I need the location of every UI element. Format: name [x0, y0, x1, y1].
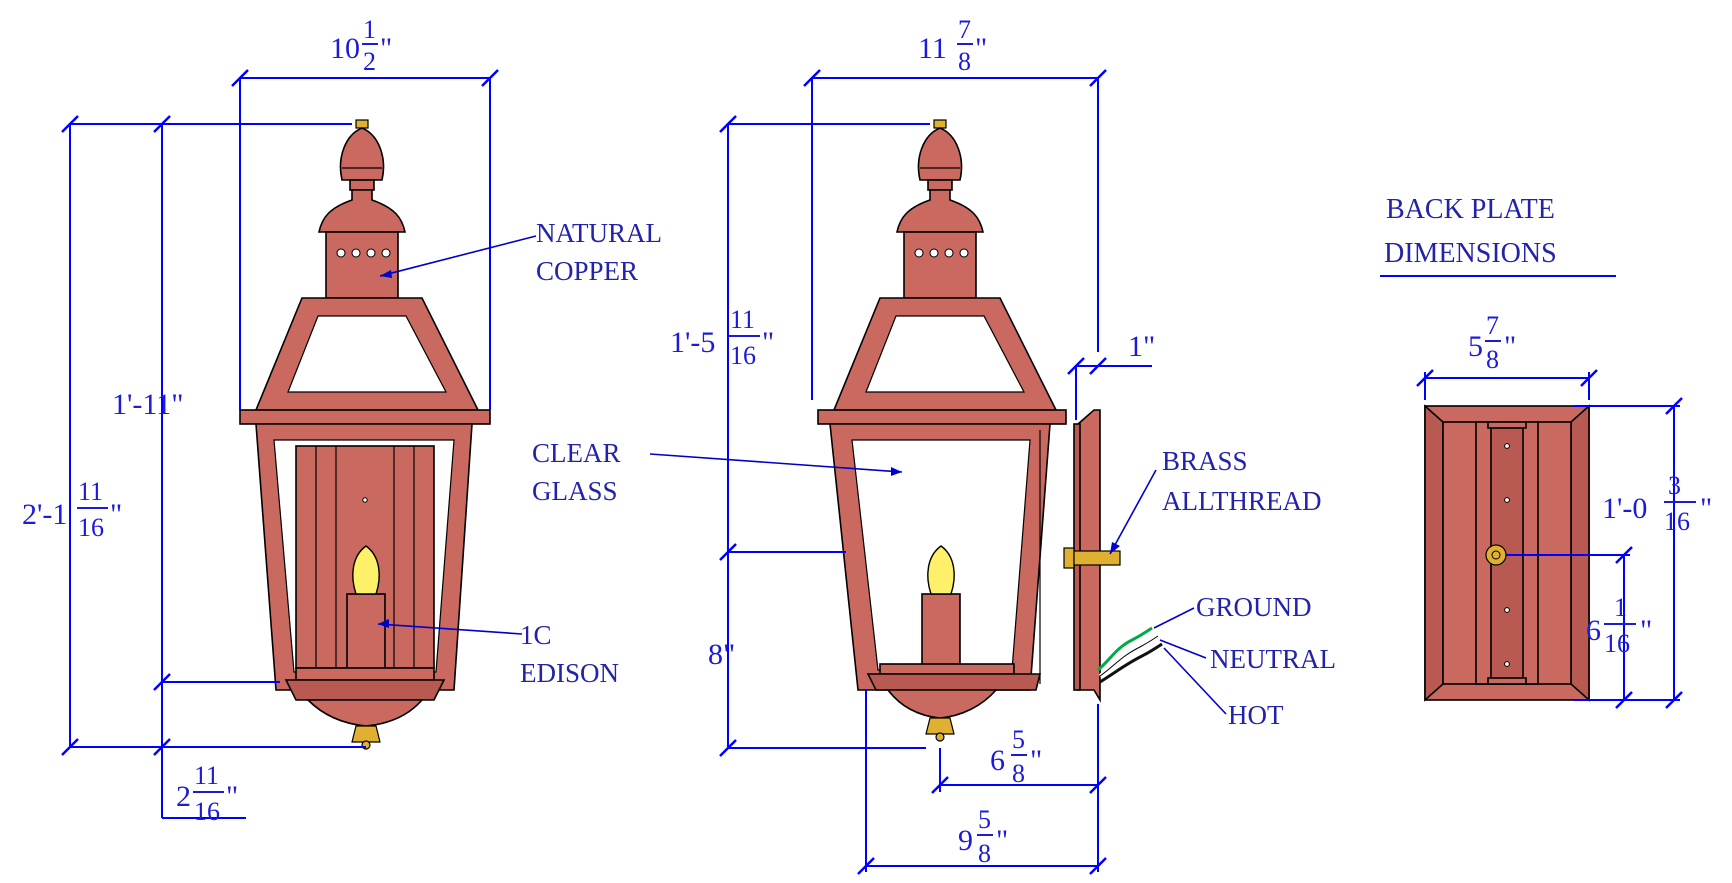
side-width-num: 7: [958, 15, 971, 44]
callout-brass: BRASS: [1162, 446, 1248, 476]
front-finial-neck: [349, 179, 375, 191]
front-roof-rim: [239, 409, 491, 425]
side-width-inch: ": [975, 32, 987, 65]
plate-thickness: 1": [1128, 330, 1155, 363]
side-extension-whole: 6: [990, 744, 1005, 777]
back-width-den: 8: [1486, 345, 1499, 374]
back-plate-title-1: BACK PLATE: [1386, 194, 1555, 225]
back-height-prefix: 1'-0: [1602, 492, 1647, 525]
back-hole-den: 16: [1604, 629, 1630, 658]
front-bottom-rim: [284, 679, 446, 701]
back-height-den: 16: [1664, 507, 1690, 536]
side-bottom-finial: [925, 717, 955, 735]
front-bottom-finial: [351, 725, 381, 743]
ground-wire: [1097, 626, 1153, 672]
back-height-inch: ": [1700, 492, 1712, 525]
front-offset-whole: 2: [176, 780, 191, 813]
front-width-num: 1: [363, 15, 376, 44]
side-depth-den: 8: [978, 839, 991, 868]
callout-glass: GLASS: [532, 476, 618, 506]
side-roof-rim: [817, 409, 1067, 425]
front-width-whole: 10: [330, 32, 360, 65]
callout-allthread: ALLTHREAD: [1162, 486, 1322, 516]
front-total-height-den: 16: [78, 513, 104, 542]
side-upper-num: 11: [730, 305, 755, 334]
side-extension-num: 5: [1012, 725, 1025, 754]
side-width-whole: 11: [918, 32, 947, 65]
back-plate: [1424, 404, 1590, 702]
side-chimney: [903, 231, 977, 299]
side-lower-height: 8": [708, 638, 735, 671]
callout-1c: 1C: [520, 620, 552, 650]
front-lantern: [239, 119, 491, 750]
side-extension-den: 8: [1012, 759, 1025, 788]
front-offset-den: 16: [194, 797, 220, 826]
back-hole-num: 1: [1614, 593, 1627, 622]
side-bottom-bowl: [886, 689, 998, 719]
side-depth-whole: 9: [958, 824, 973, 857]
front-bottom-bowl: [306, 699, 424, 727]
callout-ground: GROUND: [1196, 592, 1312, 622]
neutral-wire: [1099, 635, 1159, 677]
allthread-nut: [1063, 547, 1075, 569]
dimension-lines: [61, 69, 1683, 875]
callout-neutral: NEUTRAL: [1210, 644, 1336, 674]
callout-natural: NATURAL: [536, 218, 662, 248]
front-width-den: 2: [363, 47, 376, 76]
front-offset-inch: ": [226, 780, 238, 813]
back-width-inch: ": [1504, 330, 1516, 363]
side-cap: [896, 189, 984, 233]
back-width-whole: 5: [1468, 330, 1483, 363]
side-width-den: 8: [958, 47, 971, 76]
front-total-height-num: 11: [78, 477, 103, 506]
front-chimney: [325, 231, 399, 299]
back-plate-title-2: DIMENSIONS: [1384, 238, 1557, 269]
side-bulb: [927, 545, 955, 595]
front-finial: [339, 127, 385, 181]
front-socket: [346, 593, 386, 671]
side-depth-inch: ": [996, 824, 1008, 857]
side-upper-prefix: 1'-5: [670, 326, 715, 359]
front-total-height-prefix: 2'-1: [22, 498, 67, 531]
callout-copper: COPPER: [536, 256, 638, 286]
side-extension-inch: ": [1030, 744, 1042, 777]
side-socket: [921, 593, 961, 669]
front-width-inch: ": [380, 32, 392, 65]
front-bulb: [352, 545, 380, 595]
back-height-num: 3: [1668, 471, 1681, 500]
front-body-height: 1'-11": [112, 388, 184, 421]
allthread-rod: [1073, 550, 1121, 566]
callout-edison: EDISON: [520, 658, 619, 688]
side-finial: [917, 127, 963, 181]
back-hole-inch: ": [1640, 614, 1652, 647]
side-depth-num: 5: [978, 805, 991, 834]
side-lantern: [817, 119, 1163, 742]
callout-clear: CLEAR: [532, 438, 621, 468]
front-cap: [318, 189, 406, 233]
front-offset-num: 11: [194, 761, 219, 790]
side-upper-den: 16: [730, 341, 756, 370]
callout-hot: HOT: [1228, 700, 1284, 730]
back-hole-whole: 6: [1586, 614, 1601, 647]
side-finial-tip: [933, 119, 947, 129]
front-total-height-inch: ": [110, 498, 122, 531]
hot-wire: [1099, 642, 1163, 684]
front-finial-tip: [355, 119, 369, 129]
leader-lines: [377, 235, 1227, 715]
side-upper-inch: ": [762, 326, 774, 359]
back-width-num: 7: [1486, 311, 1499, 340]
